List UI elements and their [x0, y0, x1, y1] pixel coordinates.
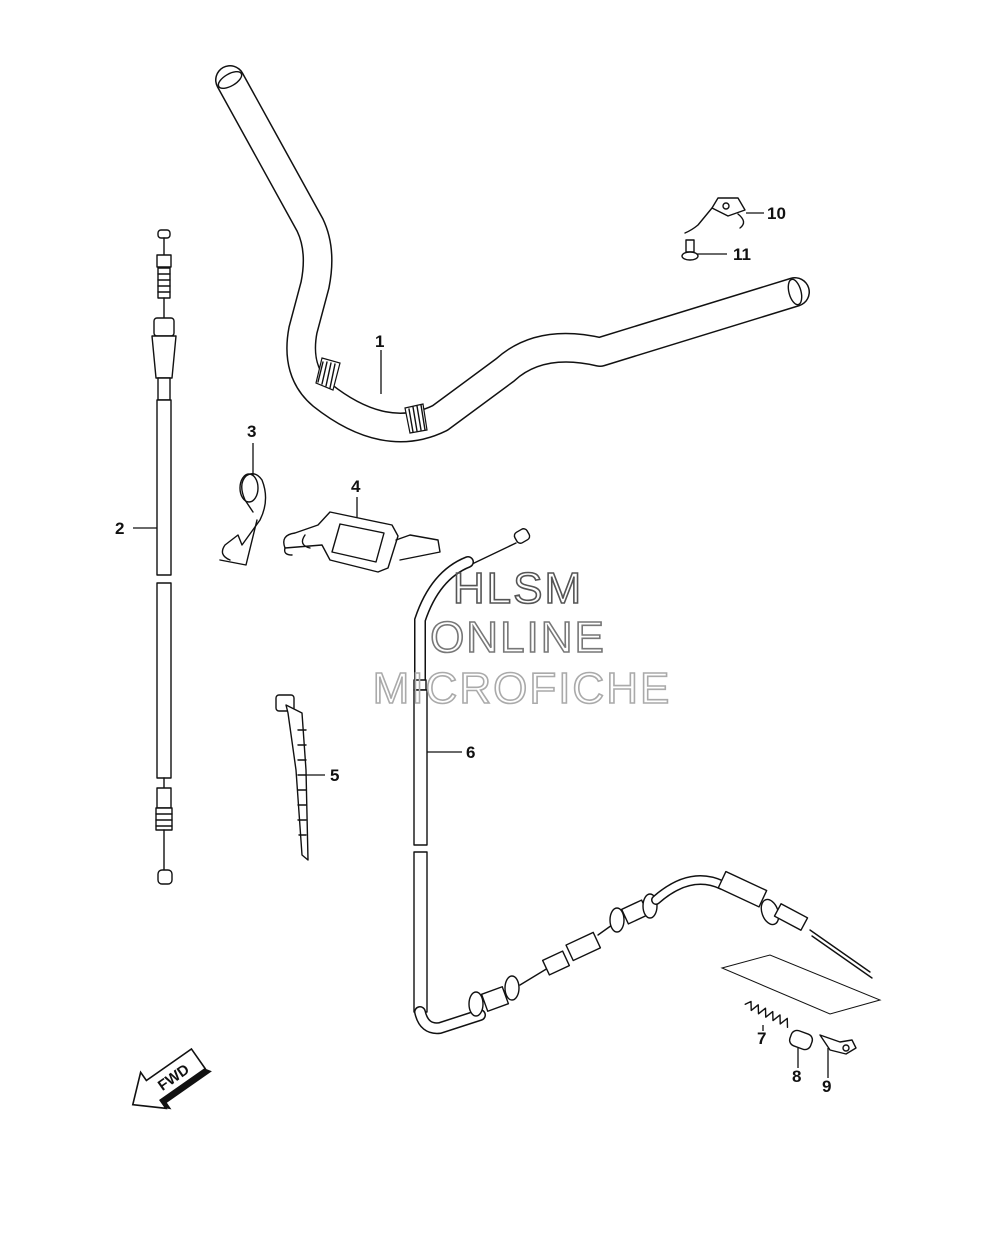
callout-6[interactable]: 6 — [466, 743, 475, 762]
knurl-band-left — [315, 357, 341, 391]
screw[interactable] — [681, 239, 699, 261]
watermark-line-3: MICROFICHE — [373, 664, 672, 713]
callout-9[interactable]: 9 — [822, 1077, 831, 1096]
watermark-line-1: HLSM — [453, 564, 583, 613]
clutch-cable[interactable] — [151, 229, 177, 885]
callout-10[interactable]: 10 — [767, 204, 786, 223]
fwd-arrow-icon: FWD — [131, 1047, 212, 1110]
cable-clip[interactable] — [219, 473, 267, 566]
callout-11[interactable]: 11 — [733, 245, 751, 264]
cable-bracket[interactable] — [283, 511, 441, 573]
callout-4[interactable]: 4 — [351, 477, 361, 496]
cable-end-top — [157, 229, 171, 239]
cable-guide[interactable] — [684, 197, 746, 234]
spring[interactable] — [744, 1000, 791, 1029]
handlebar[interactable] — [215, 65, 810, 443]
watermark: HLSM ONLINE MICROFICHE — [372, 563, 672, 714]
throttle-cable[interactable] — [413, 527, 873, 1035]
callout-2[interactable]: 2 — [115, 519, 124, 538]
callout-3[interactable]: 3 — [247, 422, 256, 441]
callout-7[interactable]: 7 — [757, 1029, 766, 1048]
callout-8[interactable]: 8 — [792, 1067, 801, 1086]
watermark-line-2: ONLINE — [430, 613, 606, 662]
cable-holder[interactable] — [819, 1034, 857, 1055]
callout-5[interactable]: 5 — [330, 766, 339, 785]
knurl-band-right — [404, 403, 428, 434]
cable-tie[interactable] — [275, 694, 309, 861]
callout-1[interactable]: 1 — [375, 332, 384, 351]
cable-end-bottom — [157, 869, 173, 885]
adjuster-sleeve[interactable] — [788, 1029, 814, 1052]
